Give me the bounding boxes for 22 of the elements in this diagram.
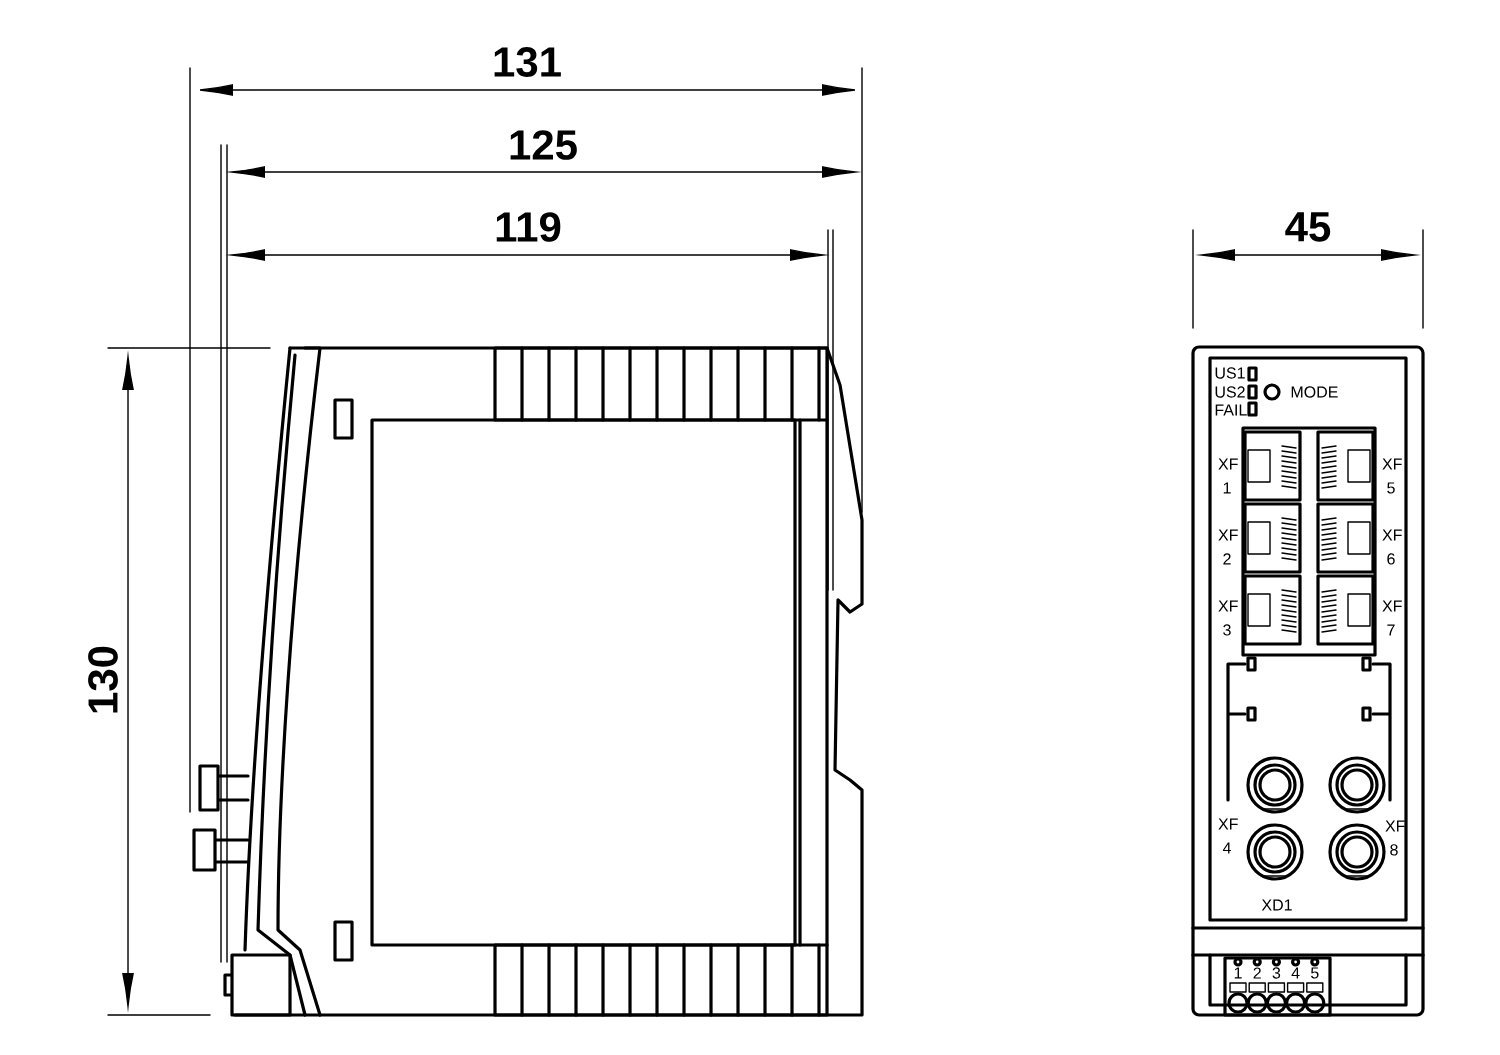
dimension-label: 131 [494, 47, 561, 77]
port-label: XF 5 [1382, 458, 1402, 494]
connector-label: XD1 [1261, 899, 1292, 911]
port-label: XF 1 [1218, 458, 1238, 494]
dimension-label: 125 [510, 130, 577, 160]
terminal-number: 1 [1234, 967, 1242, 979]
indicator-label: US1 [1215, 367, 1245, 379]
indicator-label: FAIL [1215, 404, 1247, 416]
indicator-label: US2 [1215, 386, 1245, 398]
terminal-number: 2 [1253, 967, 1261, 979]
dimension-label: 45 [1285, 212, 1331, 242]
port-label: XF 3 [1218, 600, 1238, 636]
terminal-number: 4 [1291, 967, 1300, 979]
terminal-number: 3 [1272, 967, 1281, 979]
terminal-number: 5 [1311, 967, 1319, 979]
indicator-label: MODE [1291, 386, 1338, 398]
port-label: XF 7 [1382, 600, 1402, 636]
port-label: XF 6 [1382, 529, 1402, 565]
dimension-label: 130 [88, 646, 118, 713]
dimension-label: 119 [496, 212, 561, 242]
port-label: XF 4 [1218, 818, 1238, 854]
port-label: XF 2 [1218, 529, 1238, 565]
